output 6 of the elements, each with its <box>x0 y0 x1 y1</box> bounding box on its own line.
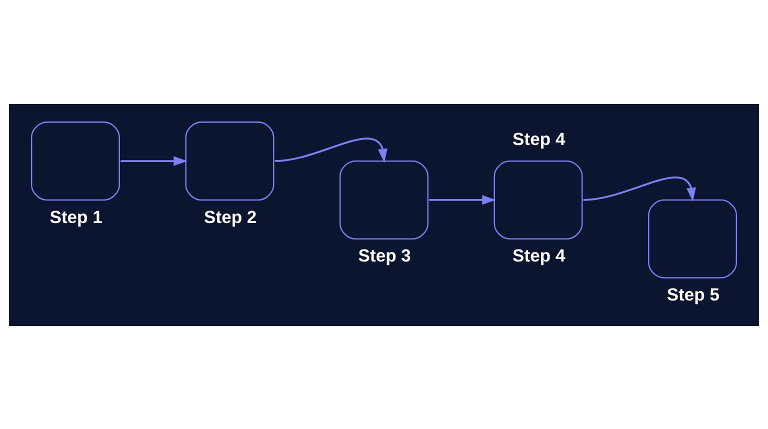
node-label: Step 2 <box>204 206 257 226</box>
node-label: Step 4 <box>512 245 566 266</box>
node-label: Step 1 <box>50 206 102 226</box>
node-label: Step 4 <box>512 128 566 149</box>
node-label: Step 3 <box>358 245 411 266</box>
node-label: Step 5 <box>666 284 720 304</box>
